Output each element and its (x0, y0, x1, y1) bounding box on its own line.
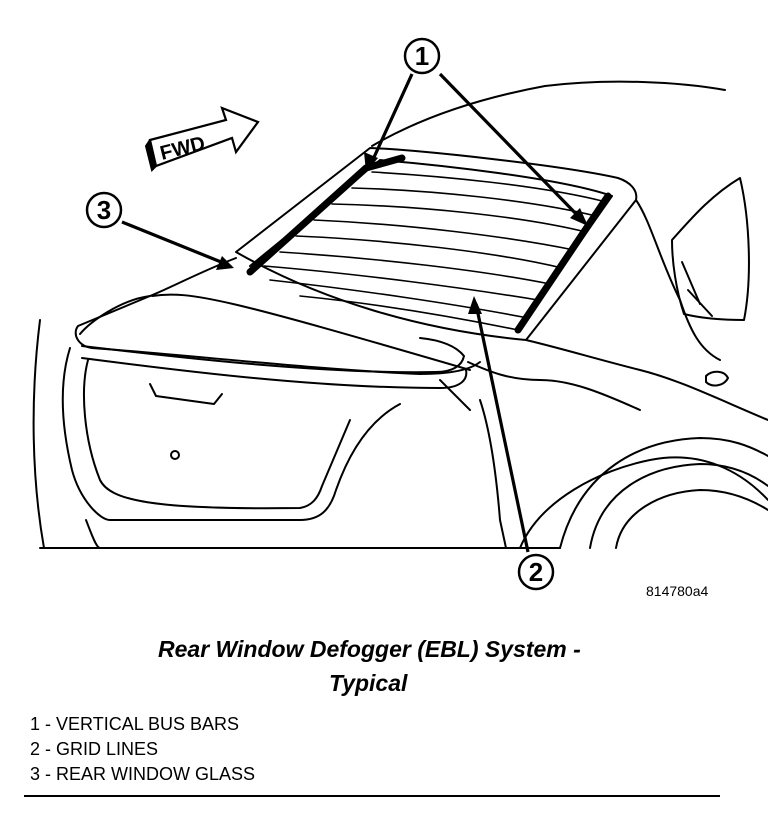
rear-body (61, 347, 401, 521)
fwd-arrow: FWD (144, 106, 260, 172)
callout-1-label: 1 (415, 41, 429, 71)
legend-item: 1 - VERTICAL BUS BARS (30, 714, 240, 734)
grid-lines (263, 171, 607, 331)
trunk-edge (151, 293, 471, 371)
legend-item: 2 - GRID LINES (30, 739, 159, 759)
lower-fascia (32, 319, 561, 549)
bottom-rule (24, 795, 720, 797)
defogger-illustration: FWD 1 3 2 (32, 37, 768, 591)
door-handle (705, 370, 729, 387)
license-recess (149, 383, 223, 405)
callout-3-label: 3 (97, 195, 111, 225)
right-bus-bar (514, 192, 612, 334)
wheel-arch (559, 437, 768, 549)
callout-2: 2 (468, 296, 555, 591)
callout-1: 1 (364, 37, 588, 226)
caption-title-line-2: Typical (329, 670, 408, 696)
spoiler (79, 295, 465, 374)
caption-title-line-1: Rear Window Defogger (EBL) System - (158, 636, 581, 662)
keyhole (170, 450, 180, 460)
legend: 1 - VERTICAL BUS BARS 2 - GRID LINES 3 -… (30, 712, 255, 787)
figure-id: 814780a4 (646, 583, 709, 599)
callout-3: 3 (85, 191, 234, 270)
legend-item: 3 - REAR WINDOW GLASS (30, 764, 256, 784)
roof-outline (371, 80, 726, 147)
callout-2-label: 2 (529, 557, 543, 587)
tail-panel (83, 359, 351, 510)
rear-door (671, 177, 750, 321)
body-side (525, 339, 768, 421)
rear-window-inner (249, 159, 613, 331)
